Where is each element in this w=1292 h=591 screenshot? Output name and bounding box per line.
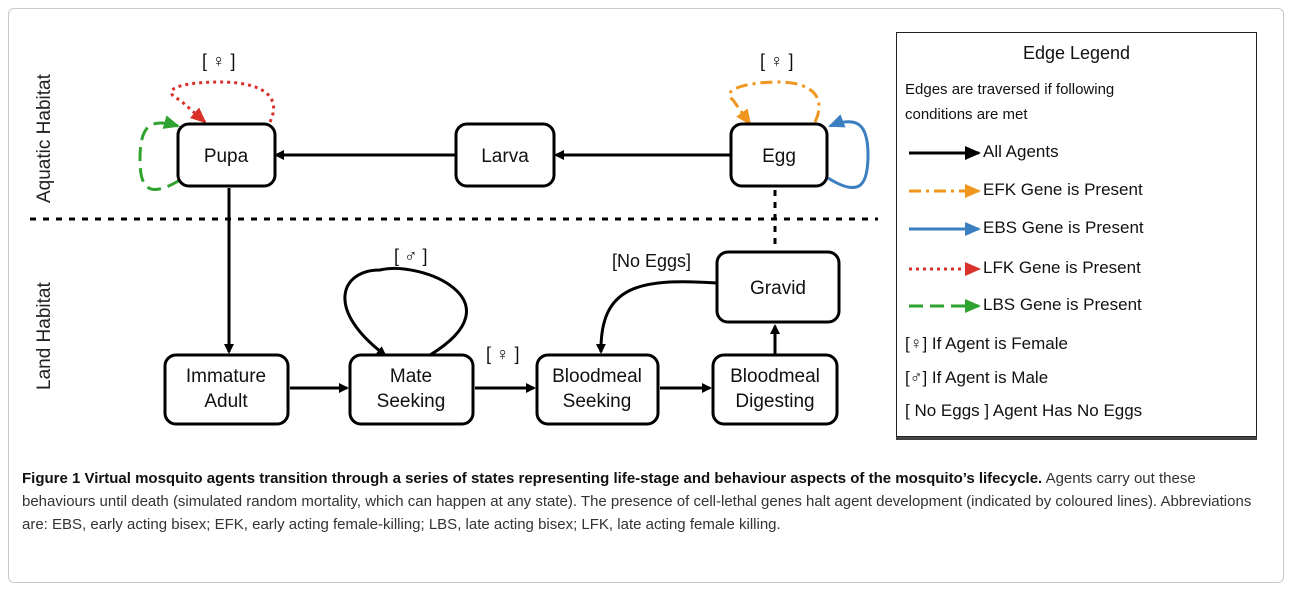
lifecycle-diagram: Aquatic Habitat Land Habitat Pupa Larva …	[30, 51, 878, 426]
node-bloodmeal-seeking: Bloodmeal Seeking	[535, 353, 660, 426]
node-bms-label-1: Bloodmeal	[552, 366, 642, 387]
node-pupa-label: Pupa	[204, 146, 249, 167]
legend-label-all: All Agents	[983, 142, 1059, 161]
legend-label-lfk: LFK Gene is Present	[983, 258, 1141, 277]
edge-gravid-to-bloodmeal	[595, 280, 718, 354]
legend-intro: Edges are traversed if following conditi…	[905, 81, 1115, 123]
node-mate-label-1: Mate	[390, 366, 432, 387]
pupa-loop-label: [ ♀ ]	[202, 51, 236, 71]
node-bloodmeal-digesting: Bloodmeal Digesting	[711, 353, 839, 426]
no-eggs-label: [No Eggs]	[612, 251, 691, 271]
node-bmd-label-2: Digesting	[735, 391, 814, 412]
legend-no-eggs: [ No Eggs ] Agent Has No Eggs	[905, 401, 1143, 420]
mate-loop-label: [ ♂ ]	[394, 246, 428, 266]
legend-title: Edge Legend	[1022, 43, 1131, 63]
female-condition-label: [ ♀ ]	[486, 344, 520, 364]
edge-legend: Edge Legend Edges are traversed if follo…	[896, 32, 1257, 437]
node-egg-label: Egg	[762, 146, 796, 167]
caption-body: Agents carry out these behaviours until …	[22, 470, 1252, 533]
legend-female: [♀] If Agent is Female	[905, 334, 1068, 353]
legend-label-lbs: LBS Gene is Present	[983, 295, 1142, 314]
node-larva: Larva	[454, 122, 556, 188]
ebs-loop-egg	[827, 114, 870, 190]
land-habitat-label: Land Habitat	[34, 282, 55, 390]
node-immature-adult: Immature Adult	[163, 353, 290, 426]
node-bmd-label-1: Bloodmeal	[730, 366, 820, 387]
figure-caption: Figure 1 Virtual mosquito agents transit…	[22, 467, 1272, 536]
caption-title: Figure 1 Virtual mosquito agents transit…	[22, 470, 1043, 487]
node-immature-label-1: Immature	[186, 366, 266, 387]
legend-label-efk: EFK Gene is Present	[983, 180, 1143, 199]
node-bms-label-2: Seeking	[563, 391, 632, 412]
legend-swatches	[909, 146, 981, 313]
node-gravid-label: Gravid	[750, 278, 806, 299]
lbs-loop-pupa	[138, 115, 181, 191]
legend-label-ebs: EBS Gene is Present	[983, 218, 1144, 237]
figure-frame	[8, 8, 1284, 583]
edge-mate-loop	[343, 267, 468, 357]
node-gravid: Gravid	[715, 250, 841, 324]
legend-male: [♂] If Agent is Male	[905, 368, 1049, 387]
node-mate-label-2: Seeking	[377, 391, 446, 412]
aquatic-habitat-label: Aquatic Habitat	[34, 73, 55, 203]
node-immature-label-2: Adult	[204, 391, 248, 412]
efk-loop-egg	[728, 80, 821, 126]
lfk-loop-pupa	[169, 80, 276, 124]
node-mate-seeking: Mate Seeking	[348, 353, 475, 426]
node-pupa: Pupa	[176, 122, 277, 188]
node-larva-label: Larva	[481, 146, 529, 167]
node-egg: Egg	[729, 122, 829, 188]
egg-loop-label: [ ♀ ]	[760, 51, 794, 71]
